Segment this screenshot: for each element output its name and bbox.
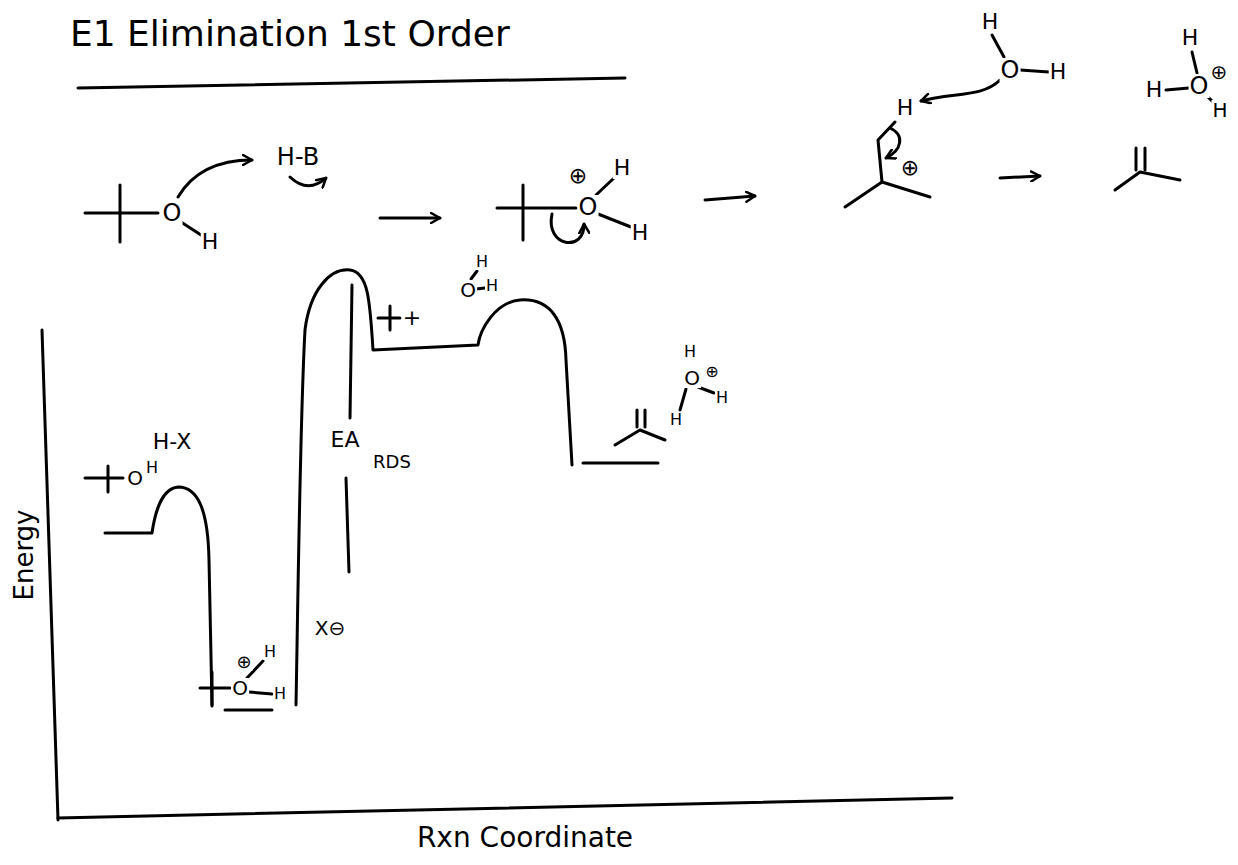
bond	[636, 410, 639, 427]
energy-curve	[296, 270, 572, 705]
bond	[615, 430, 665, 445]
atom-label: H	[1181, 27, 1200, 49]
bond	[476, 288, 485, 289]
atom-label: O	[1000, 58, 1021, 82]
bond	[1144, 148, 1147, 170]
activation-line	[350, 285, 352, 418]
atom-label: H	[669, 412, 683, 428]
atom-label: H	[263, 644, 277, 660]
acid-label: H-X	[152, 431, 192, 453]
bond	[680, 389, 686, 410]
bond	[119, 185, 122, 242]
atom-label: O	[231, 678, 249, 698]
energy-level	[583, 462, 658, 465]
bond	[522, 185, 525, 240]
bond	[598, 214, 631, 227]
axis-label: Rxn Coordinate	[416, 824, 634, 852]
reaction-axis	[58, 798, 952, 818]
atom-label: H	[715, 390, 729, 406]
charge-label: ⊕	[568, 165, 588, 187]
curved-arrow	[921, 80, 1000, 101]
atom-label: H	[631, 222, 650, 244]
atom-label: H	[1049, 61, 1068, 83]
charge-label: ⊕	[704, 364, 719, 380]
curved-arrow	[886, 128, 900, 158]
acid-label: H-B	[276, 145, 320, 169]
bond	[644, 410, 647, 427]
reaction-arrow	[380, 217, 440, 220]
atom-label: O	[459, 280, 477, 300]
atom-label: H	[981, 11, 1000, 33]
atom-label: H	[1145, 79, 1164, 101]
atom-label: O	[162, 201, 183, 225]
atom-label: H	[145, 460, 159, 476]
curved-arrow	[290, 177, 326, 186]
activation-line	[346, 478, 349, 572]
atom-label: O	[683, 368, 701, 388]
bond	[1166, 88, 1189, 90]
bond	[249, 692, 272, 694]
curved-arrow	[178, 160, 252, 197]
bond	[596, 178, 614, 195]
bond	[389, 306, 392, 330]
bond	[992, 35, 1004, 57]
atom-label: O	[1189, 74, 1210, 98]
reaction-arrow	[705, 196, 755, 200]
charge-label: ⊕	[900, 157, 920, 179]
bond	[211, 672, 214, 706]
bond	[85, 477, 123, 480]
atom-label: H	[485, 278, 499, 294]
energy-label: RDS	[372, 453, 412, 471]
page-title: E1 Elimination 1st Order	[70, 14, 510, 54]
anion-label: X⊖	[314, 618, 346, 638]
bond	[497, 207, 576, 210]
bond	[107, 466, 110, 492]
bond	[1020, 70, 1049, 72]
bond	[471, 271, 477, 279]
bond	[181, 222, 201, 235]
bond	[845, 182, 930, 207]
energy-level	[225, 709, 272, 712]
atom-label: O	[578, 195, 599, 219]
energy-axis	[42, 330, 58, 820]
bond	[1135, 148, 1138, 170]
atom-label: H	[201, 231, 220, 253]
charge-label: +	[402, 307, 422, 329]
title-underline	[78, 78, 625, 88]
atom-label: H	[896, 97, 915, 119]
charge-label: ⊕	[235, 653, 252, 671]
charge-label: ⊕	[1210, 62, 1229, 82]
bond	[1115, 172, 1180, 190]
atom-label: H	[613, 157, 632, 179]
energy-label: EA	[330, 429, 361, 451]
energy-curve	[105, 487, 212, 705]
atom-label: H	[1211, 100, 1228, 120]
atom-label: H	[683, 344, 697, 360]
bond	[200, 687, 230, 690]
atom-label: O	[126, 468, 144, 488]
axis-label: Energy	[11, 508, 37, 601]
atom-label: H	[273, 686, 287, 702]
bond	[1192, 52, 1197, 73]
atom-label: H	[475, 254, 489, 270]
reaction-arrow	[1000, 176, 1040, 178]
